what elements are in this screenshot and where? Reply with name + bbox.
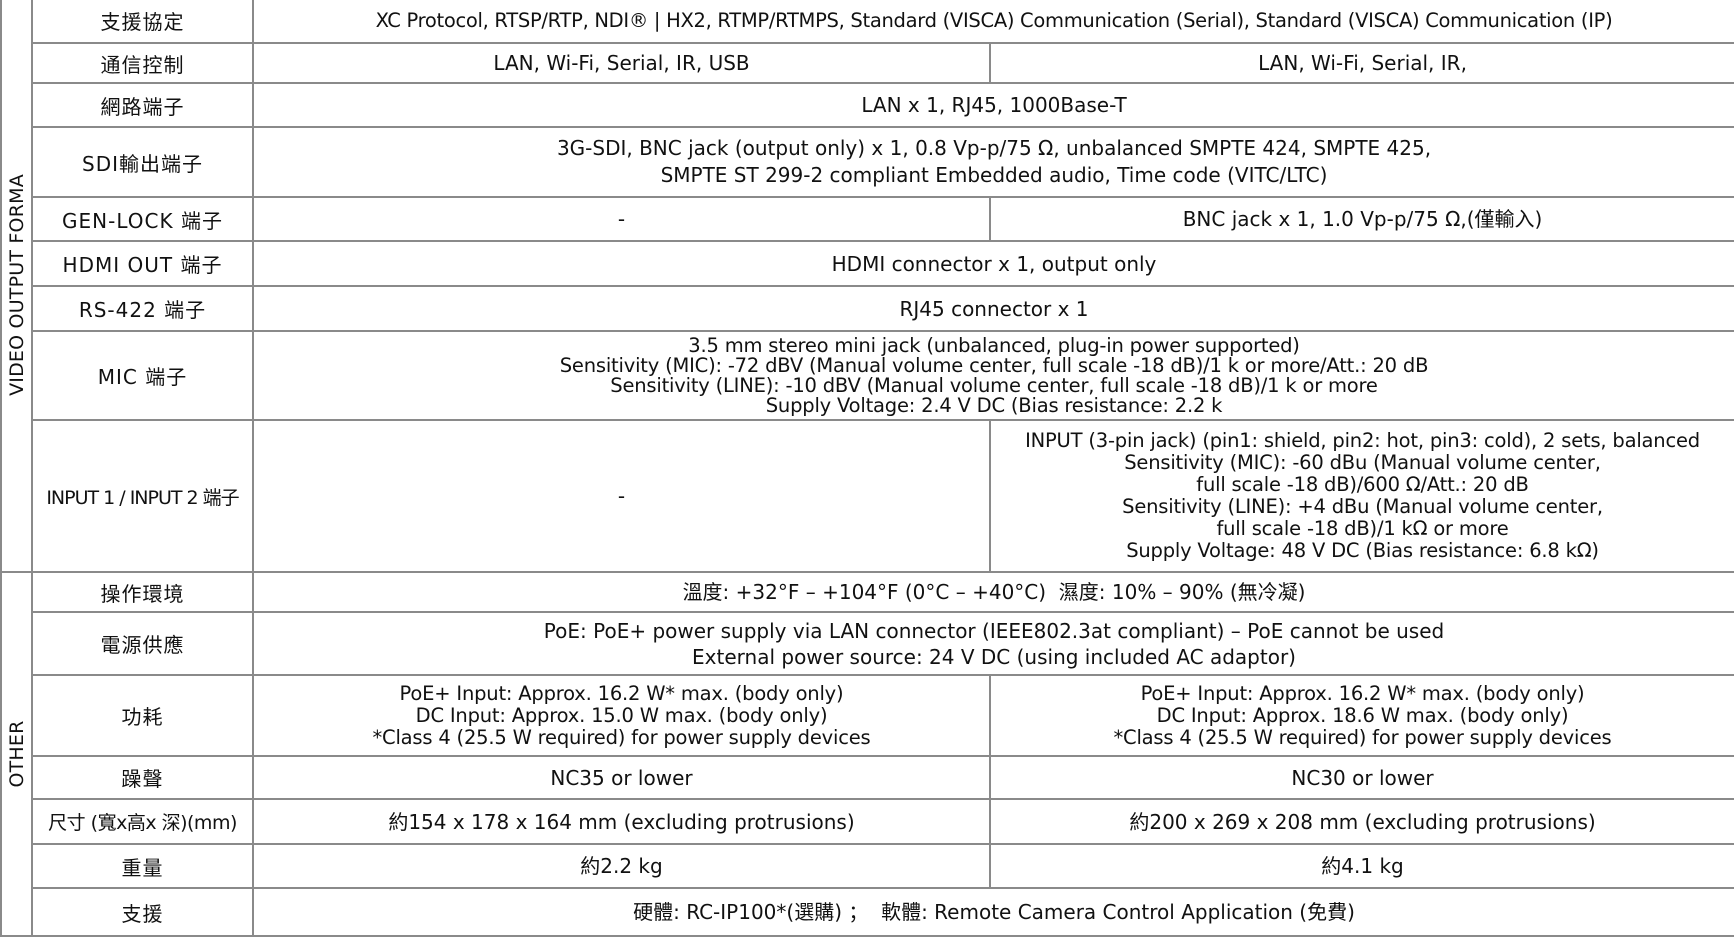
value-dimensions-right: 約200 x 269 x 208 mm (excluding protrusio… — [988, 798, 1734, 845]
value-environment: 溫度: +32°F – +104°F (0°C – +40°C) 濕度: 10%… — [251, 571, 1734, 613]
value-genlock-left: - — [252, 196, 991, 242]
row-label-dimensions: 尺寸 (寬x高x 深)(mm) — [31, 798, 254, 845]
value-consumption-line: PoE+ Input: Approx. 16.2 W* max. (body o… — [399, 681, 844, 705]
value-mic-line: 3.5 mm stereo mini jack (unbalanced, plu… — [688, 333, 1300, 357]
spec-row-consumption: 功耗 PoE+ Input: Approx. 16.2 W* max. (bod… — [1, 674, 1734, 757]
value-input-line: full scale -18 dB)/1 kΩ or more — [1216, 517, 1509, 540]
spec-row-environment: OTHER 操作環境 溫度: +32°F – +104°F (0°C – +40… — [0, 571, 1734, 937]
value-input-line: Sensitivity (LINE): +4 dBu (Manual volum… — [1122, 495, 1603, 518]
group-other: OTHER — [0, 571, 33, 937]
value-rs422: RJ45 connector x 1 — [251, 285, 1734, 332]
row-label-support: 支援 — [31, 887, 254, 937]
row-label-protocol: 支援協定 — [31, 0, 254, 44]
value-input-left: - — [252, 419, 991, 573]
row-label-hdmi: HDMI OUT 端子 — [31, 240, 254, 287]
group-label-video: VIDEO OUTPUT FORMA — [5, 174, 28, 396]
value-sdi: 3G-SDI, BNC jack (output only) x 1, 0.8 … — [251, 126, 1734, 198]
value-noise-left: NC35 or lower — [252, 755, 991, 800]
value-noise-right: NC30 or lower — [988, 755, 1734, 800]
value-consumption-line: *Class 4 (25.5 W required) for power sup… — [1113, 725, 1612, 749]
value-input-line: Sensitivity (MIC): -60 dBu (Manual volum… — [1124, 451, 1601, 474]
value-power: PoE: PoE+ power supply via LAN connector… — [251, 611, 1734, 676]
spec-row-power: 電源供應 PoE: PoE+ power supply via LAN conn… — [1, 611, 1734, 676]
value-weight-right: 約4.1 kg — [988, 843, 1734, 889]
value-consumption-left: PoE+ Input: Approx. 16.2 W* max. (body o… — [252, 674, 991, 757]
value-control-left: LAN, Wi-Fi, Serial, IR, USB — [252, 42, 991, 84]
spec-row-network: 網路端子 LAN x 1, RJ45, 1000Base-T — [1, 82, 1734, 128]
value-input-line: INPUT (3-pin jack) (pin1: shield, pin2: … — [1025, 429, 1700, 452]
value-consumption-line: DC Input: Approx. 18.6 W max. (body only… — [1156, 703, 1569, 727]
value-support: 硬體: RC-IP100*(選購) ； 軟體: Remote Camera Co… — [251, 887, 1734, 937]
row-label-noise: 躁聲 — [31, 755, 254, 800]
spec-row-support: 支援 硬體: RC-IP100*(選購) ； 軟體: Remote Camera… — [1, 887, 1734, 937]
spec-row-weight: 重量 約2.2 kg 約4.1 kg — [1, 843, 1734, 889]
value-mic-line: Sensitivity (LINE): -10 dBV (Manual volu… — [610, 373, 1378, 397]
spec-row-mic: MIC 端子 3.5 mm stereo mini jack (unbalanc… — [1, 330, 1734, 421]
value-input-right: INPUT (3-pin jack) (pin1: shield, pin2: … — [988, 419, 1734, 573]
row-label-control: 通信控制 — [31, 42, 254, 84]
value-network: LAN x 1, RJ45, 1000Base-T — [251, 82, 1734, 128]
spec-row-control: 通信控制 LAN, Wi-Fi, Serial, IR, USB LAN, Wi… — [1, 42, 1734, 84]
spec-row-hdmi: HDMI OUT 端子 HDMI connector x 1, output o… — [1, 240, 1734, 287]
value-power-line: PoE: PoE+ power supply via LAN connector… — [543, 618, 1445, 643]
row-label-mic: MIC 端子 — [31, 330, 254, 421]
row-label-input: INPUT 1 / INPUT 2 端子 — [31, 419, 254, 573]
value-consumption-line: *Class 4 (25.5 W required) for power sup… — [372, 725, 871, 749]
row-label-network: 網路端子 — [31, 82, 254, 128]
value-consumption-line: PoE+ Input: Approx. 16.2 W* max. (body o… — [1140, 681, 1585, 705]
value-input-line: full scale -18 dB)/600 Ω/Att.: 20 dB — [1196, 473, 1529, 496]
value-input-line: Supply Voltage: 48 V DC (Bias resistance… — [1126, 539, 1599, 562]
value-dimensions-left: 約154 x 178 x 164 mm (excluding protrusio… — [252, 798, 991, 845]
group-label-other: OTHER — [5, 720, 28, 788]
row-label-consumption: 功耗 — [31, 674, 254, 757]
row-label-rs422: RS-422 端子 — [31, 285, 254, 332]
value-mic-line: Sensitivity (MIC): -72 dBV (Manual volum… — [559, 353, 1429, 377]
row-label-environment: 操作環境 — [31, 571, 254, 613]
spec-row-sdi: SDI輸出端子 3G-SDI, BNC jack (output only) x… — [1, 126, 1734, 198]
spec-row-noise: 躁聲 NC35 or lower NC30 or lower — [1, 755, 1734, 800]
row-label-sdi: SDI輸出端子 — [31, 126, 254, 198]
spec-row-genlock: GEN-LOCK 端子 - BNC jack x 1, 1.0 Vp-p/75 … — [1, 196, 1734, 242]
row-label-genlock: GEN-LOCK 端子 — [31, 196, 254, 242]
spec-row-protocol: VIDEO OUTPUT FORMA 支援協定 XC Protocol, RTS… — [0, 0, 1734, 573]
group-video-output: VIDEO OUTPUT FORMA — [0, 0, 33, 573]
spec-row-dimensions: 尺寸 (寬x高x 深)(mm) 約154 x 178 x 164 mm (exc… — [1, 798, 1734, 845]
value-power-line: External power source: 24 V DC (using in… — [692, 644, 1296, 669]
value-mic: 3.5 mm stereo mini jack (unbalanced, plu… — [251, 330, 1734, 421]
value-mic-line: Supply Voltage: 2.4 V DC (Bias resistanc… — [765, 393, 1223, 417]
value-sdi-line: 3G-SDI, BNC jack (output only) x 1, 0.8 … — [556, 136, 1432, 160]
value-hdmi: HDMI connector x 1, output only — [251, 240, 1734, 287]
value-weight-left: 約2.2 kg — [252, 843, 991, 889]
spec-row-rs422: RS-422 端子 RJ45 connector x 1 — [1, 285, 1734, 332]
value-protocol: XC Protocol, RTSP/RTP, NDI® | HX2, RTMP/… — [251, 0, 1734, 44]
spec-row-input: INPUT 1 / INPUT 2 端子 - INPUT (3-pin jack… — [1, 419, 1734, 573]
value-sdi-line: SMPTE ST 299-2 compliant Embedded audio,… — [660, 163, 1328, 187]
value-control-right: LAN, Wi-Fi, Serial, IR, — [988, 42, 1734, 84]
row-label-weight: 重量 — [31, 843, 254, 889]
value-consumption-line: DC Input: Approx. 15.0 W max. (body only… — [415, 703, 828, 727]
value-consumption-right: PoE+ Input: Approx. 16.2 W* max. (body o… — [988, 674, 1734, 757]
row-label-power: 電源供應 — [31, 611, 254, 676]
value-genlock-right: BNC jack x 1, 1.0 Vp-p/75 Ω,(僅輸入) — [988, 196, 1734, 242]
